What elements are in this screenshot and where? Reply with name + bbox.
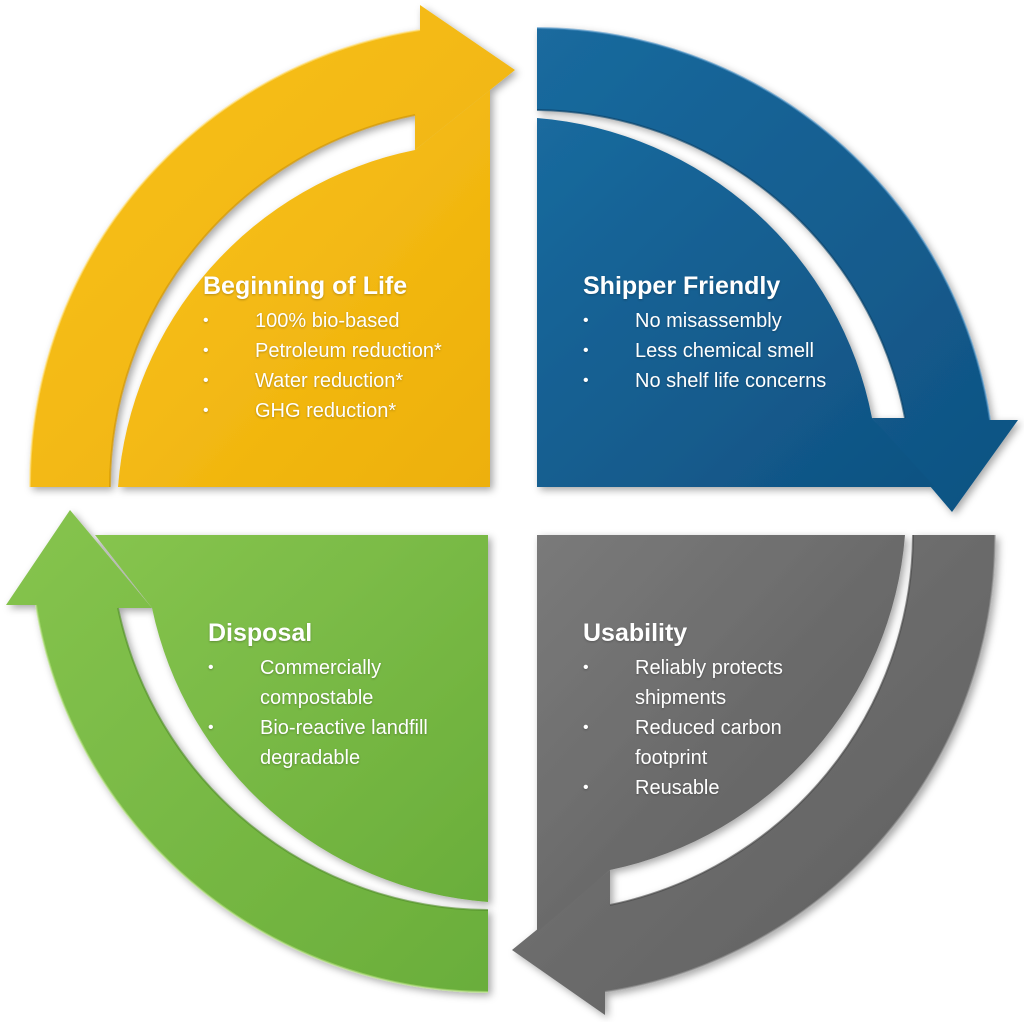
list-item: •Reusable [583, 777, 720, 799]
quadrant-top-right-shape [536, 27, 1018, 512]
list-item: •Water reduction* [203, 370, 404, 392]
quadrant-shipper-friendly: Shipper Friendly •No misassembly •Less c… [583, 270, 826, 396]
quadrant-beginning-of-life: Beginning of Life •100% bio-based •Petro… [203, 270, 442, 426]
list-item: •Petroleum reduction* [203, 340, 442, 362]
list-item: •Reliably protects shipments [583, 657, 783, 709]
list-item: •No misassembly [583, 310, 782, 332]
list-item: •100% bio-based [203, 310, 400, 332]
quadrant-list: •Reliably protects shipments •Reduced ca… [583, 653, 823, 803]
quadrant-usability: Usability •Reliably protects shipments •… [583, 617, 823, 803]
quadrant-title: Usability [583, 619, 688, 647]
quadrant-list: •Commercially compostable •Bio-reactive … [208, 653, 473, 773]
list-item: •GHG reduction* [203, 400, 397, 422]
quadrant-list: •No misassembly •Less chemical smell •No… [583, 306, 826, 396]
list-item: •Reduced carbon footprint [583, 717, 782, 769]
quadrant-title: Disposal [208, 619, 313, 647]
list-item: •Bio-reactive landfill degradable [208, 717, 428, 769]
quadrant-list: •100% bio-based •Petroleum reduction* •W… [203, 306, 442, 426]
quadrant-title: Shipper Friendly [583, 272, 781, 300]
list-item: •Commercially compostable [208, 657, 382, 709]
list-item: •No shelf life concerns [583, 370, 827, 392]
quadrant-title: Beginning of Life [203, 272, 408, 300]
quadrant-bottom-left-shape [6, 510, 489, 993]
quadrant-top-left-shape [28, 5, 516, 488]
list-item: •Less chemical smell [583, 340, 814, 362]
quadrant-disposal: Disposal •Commercially compostable •Bio-… [208, 617, 473, 773]
quadrant-bottom-right-shape [512, 534, 997, 1015]
